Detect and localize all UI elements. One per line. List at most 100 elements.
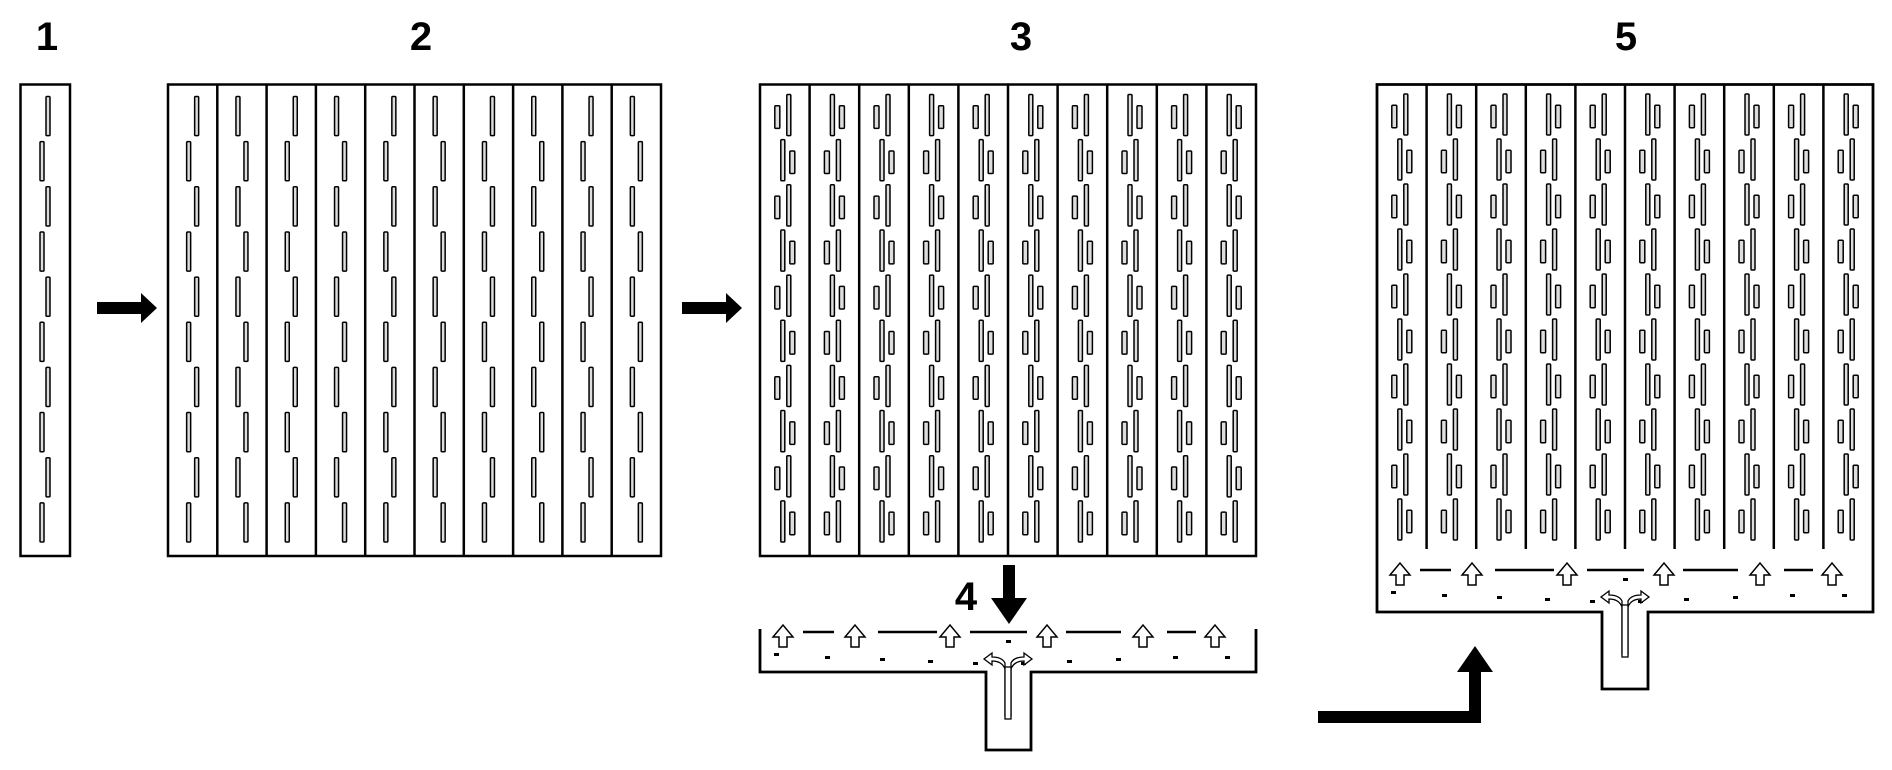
slot bbox=[888, 150, 895, 175]
slot bbox=[1744, 183, 1750, 226]
slot bbox=[888, 511, 895, 536]
slot bbox=[531, 276, 537, 318]
slot bbox=[1604, 329, 1611, 354]
slot bbox=[1703, 239, 1711, 264]
slot bbox=[1694, 228, 1701, 271]
slot bbox=[1837, 239, 1844, 264]
slot bbox=[885, 274, 891, 318]
slot bbox=[1843, 93, 1849, 136]
slot bbox=[1086, 150, 1094, 175]
slot bbox=[1403, 363, 1409, 406]
charge-dash bbox=[1173, 656, 1178, 659]
slot bbox=[1446, 183, 1453, 226]
fork-arrow-right-icon bbox=[1627, 589, 1651, 655]
slot bbox=[838, 195, 846, 220]
slot bbox=[1738, 149, 1745, 174]
slot bbox=[1802, 329, 1810, 354]
slot bbox=[823, 240, 831, 265]
slot bbox=[1793, 228, 1800, 271]
slot bbox=[1440, 149, 1448, 174]
slot bbox=[1639, 509, 1646, 534]
slot bbox=[789, 150, 796, 175]
slot bbox=[580, 140, 586, 182]
slot bbox=[1220, 421, 1227, 446]
slot bbox=[1744, 93, 1750, 136]
arrow-right-icon bbox=[97, 293, 157, 323]
slot bbox=[1037, 195, 1044, 220]
slot bbox=[489, 186, 496, 227]
slot bbox=[1226, 184, 1232, 227]
slot bbox=[341, 231, 348, 272]
slot bbox=[193, 95, 200, 137]
slot bbox=[1136, 105, 1143, 130]
slot bbox=[1502, 183, 1508, 226]
slot bbox=[1700, 93, 1707, 136]
slot bbox=[1133, 138, 1139, 182]
slot bbox=[922, 421, 930, 446]
slot bbox=[978, 229, 984, 272]
slot bbox=[1452, 228, 1459, 271]
charge-dash bbox=[1067, 660, 1072, 663]
slot bbox=[879, 229, 885, 272]
slot bbox=[829, 93, 836, 137]
slot bbox=[1843, 453, 1849, 496]
up-arrow-icon bbox=[1555, 561, 1579, 586]
slot bbox=[1176, 319, 1183, 363]
slot bbox=[1604, 419, 1611, 444]
slot bbox=[489, 456, 496, 498]
slot bbox=[823, 330, 831, 355]
slot bbox=[1645, 363, 1651, 406]
slot bbox=[928, 274, 935, 318]
slot bbox=[1694, 408, 1701, 451]
slot bbox=[341, 140, 348, 182]
slot bbox=[1505, 239, 1512, 264]
slot bbox=[838, 375, 846, 401]
slot bbox=[1121, 511, 1128, 536]
slot bbox=[1753, 194, 1760, 219]
slot bbox=[1595, 138, 1601, 181]
slot bbox=[1654, 374, 1661, 399]
slot bbox=[45, 456, 51, 498]
slot bbox=[637, 321, 644, 363]
slot bbox=[786, 454, 792, 498]
slot bbox=[928, 454, 935, 498]
slot bbox=[1452, 498, 1459, 541]
slot bbox=[1170, 105, 1178, 130]
slot bbox=[1406, 329, 1413, 354]
slot bbox=[1651, 228, 1657, 271]
slot bbox=[1601, 183, 1607, 226]
slot bbox=[1700, 183, 1707, 226]
slot bbox=[391, 366, 397, 408]
slot bbox=[1700, 273, 1707, 316]
slot bbox=[1490, 104, 1497, 129]
slot bbox=[1136, 466, 1143, 491]
slot bbox=[1545, 93, 1552, 136]
slot bbox=[873, 466, 880, 491]
slot bbox=[1235, 105, 1242, 130]
slot bbox=[1077, 409, 1084, 453]
slot bbox=[987, 330, 994, 355]
slot bbox=[1176, 500, 1183, 543]
slot bbox=[1502, 363, 1508, 406]
slot bbox=[481, 502, 488, 543]
slot bbox=[1595, 408, 1601, 451]
charge-dash bbox=[1590, 600, 1595, 603]
slot bbox=[383, 140, 389, 182]
slot bbox=[1235, 195, 1242, 220]
slot bbox=[1703, 419, 1711, 444]
slot bbox=[1787, 104, 1795, 129]
slot bbox=[879, 409, 885, 453]
slot bbox=[1654, 104, 1661, 129]
slot bbox=[786, 184, 792, 227]
slot bbox=[922, 150, 930, 175]
slot bbox=[835, 409, 842, 453]
slot bbox=[1694, 498, 1701, 541]
slot bbox=[1490, 194, 1497, 219]
slot bbox=[1496, 138, 1502, 181]
slot bbox=[1703, 149, 1711, 174]
slot bbox=[780, 319, 786, 363]
slot bbox=[185, 140, 192, 182]
slot bbox=[1793, 318, 1800, 361]
slot bbox=[588, 366, 594, 408]
slot bbox=[284, 321, 290, 363]
